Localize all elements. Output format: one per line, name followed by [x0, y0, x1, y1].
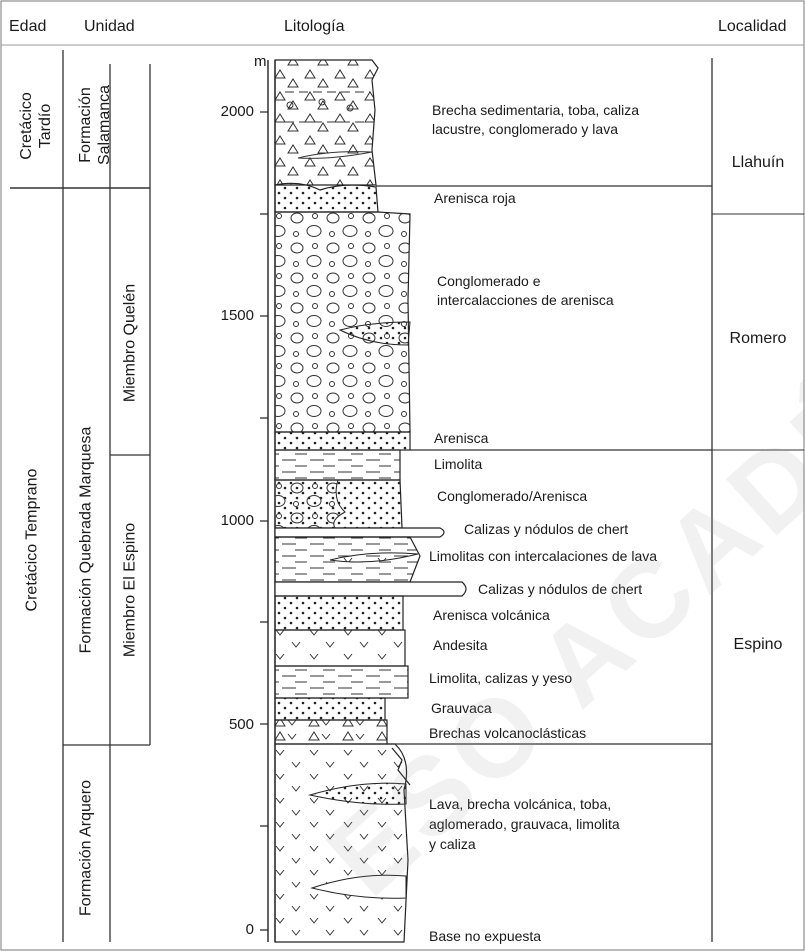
axis-tick-2000: 2000: [204, 103, 254, 120]
lith-label-limolita: Limolita: [434, 455, 482, 474]
lith-label-calizas-chert-2: Calizas y nódulos de chert: [478, 580, 642, 599]
unidad-miembro-el-espino: Miembro El Espino: [121, 523, 140, 657]
lith-label-lava-2: aglomerado, grauvaca, limolita: [429, 815, 620, 834]
layer-arenisca-volcanica: [275, 596, 403, 630]
lith-label-brechas-volcanoclasticas: Brechas volcanoclásticas: [429, 724, 586, 743]
lith-label-grauvaca: Grauvaca: [431, 699, 492, 718]
layer-brechas-volcanoclasticas: [275, 720, 387, 744]
lith-label-arenisca: Arenisca: [434, 429, 488, 448]
localidad-espino: Espino: [713, 636, 803, 654]
layer-limolita-calizas-yeso: [275, 666, 408, 698]
axis-tick-1000: 1000: [204, 512, 254, 529]
header-localidad: Localidad: [718, 18, 787, 36]
localidad-romero: Romero: [713, 330, 803, 348]
header-litologia: Litología: [284, 18, 345, 36]
layer-calizas-chert-lower: [275, 582, 466, 596]
localidad-llahuin: Llahuín: [713, 154, 803, 172]
header-edad: Edad: [9, 18, 46, 36]
unidad-formacion-arquero: Formación Arquero: [77, 780, 96, 916]
layer-grauvaca: [275, 698, 385, 720]
lith-label-arenisca-volcanica: Arenisca volcánica: [433, 606, 550, 625]
lith-label-limolitas-lava: Limolitas con intercalaciones de lava: [429, 547, 657, 566]
layer-arenisca: [275, 432, 410, 450]
lith-label-conglomerado-1: Conglomerado e: [437, 272, 541, 291]
axis-tick-0: 0: [204, 921, 254, 938]
lith-label-brecha-2: lacustre, conglomerado y lava: [432, 120, 618, 139]
layer-lava-brecha: [275, 744, 408, 942]
edad-cretacico-temprano: Cretácico Temprano: [23, 469, 42, 612]
header-unidad: Unidad: [84, 18, 135, 36]
lith-label-conglomerado-arenisca: Conglomerado/Arenisca: [437, 487, 587, 506]
lith-label-andesita: Andesita: [433, 636, 487, 655]
layer-cong-arenisca-left: [275, 480, 345, 528]
layer-limolita: [275, 450, 400, 480]
lith-label-arenisca-roja: Arenisca roja: [434, 189, 516, 208]
lith-label-lava-1: Lava, brecha volcánica, toba,: [429, 795, 611, 814]
unidad-formacion-quebrada-marquesa: Formación Quebrada Marquesa: [77, 427, 96, 654]
axis-unit: m: [254, 52, 267, 71]
axis-tick-1500: 1500: [204, 307, 254, 324]
lith-label-lava-3: y caliza: [429, 835, 476, 854]
axis-tick-500: 500: [204, 716, 254, 733]
lith-label-calizas-chert-1: Calizas y nódulos de chert: [464, 520, 628, 539]
layer-arenisca-roja: [275, 183, 378, 212]
layer-calizas-chert-upper: [275, 528, 444, 537]
lith-label-conglomerado-2: intercalacciones de arenisca: [437, 291, 614, 310]
layer-conglomerado: [275, 212, 410, 432]
layer-andesita: [275, 630, 405, 666]
lith-label-brecha-1: Brecha sedimentaria, toba, caliza: [432, 101, 639, 120]
lith-label-base-no-expuesta: Base no expuesta: [429, 927, 541, 946]
lith-label-limolita-calizas-yeso: Limolita, calizas y yeso: [429, 669, 572, 688]
axis-ticks: [260, 112, 268, 930]
unidad-miembro-quelen: Miembro Quelén: [121, 284, 140, 402]
